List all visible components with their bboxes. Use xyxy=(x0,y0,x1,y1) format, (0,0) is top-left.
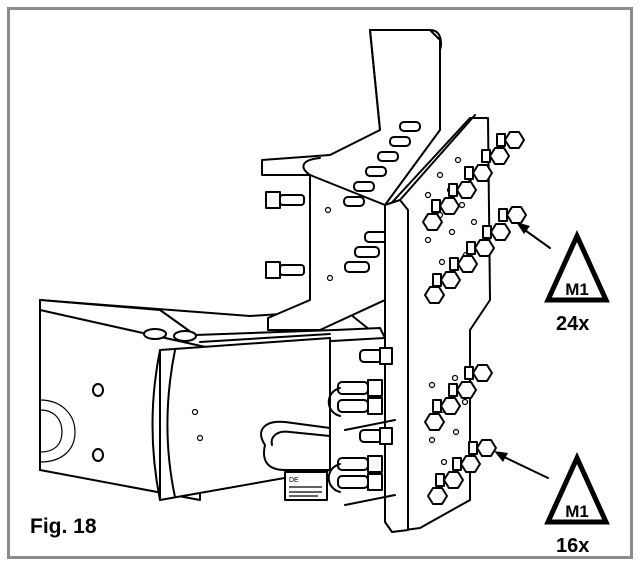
callout-arrow-upper xyxy=(516,222,551,249)
nut xyxy=(422,213,443,231)
figure-label: Fig. 18 xyxy=(30,515,97,538)
nut xyxy=(427,487,448,505)
clamp-bolts xyxy=(327,347,396,506)
nut xyxy=(464,364,493,382)
nut xyxy=(481,147,510,165)
nut xyxy=(496,131,525,149)
nut xyxy=(432,397,461,415)
nut xyxy=(432,271,461,289)
nut xyxy=(448,381,477,399)
callout-code-upper: M1 xyxy=(565,280,589,299)
nut xyxy=(466,239,495,257)
nut xyxy=(449,255,478,273)
nut xyxy=(448,181,477,199)
hex-nuts-upper xyxy=(422,131,527,304)
nut xyxy=(424,413,445,431)
nut xyxy=(482,223,511,241)
nut xyxy=(464,164,493,182)
nut xyxy=(468,439,497,457)
nut xyxy=(498,206,527,224)
nut xyxy=(452,455,481,473)
plate-label: DE xyxy=(289,477,299,484)
frame-beam: DE xyxy=(39,299,386,501)
nut xyxy=(431,197,460,215)
upper-bracket xyxy=(261,29,442,331)
left-bolts xyxy=(265,191,305,279)
callout-count-upper: 24x xyxy=(556,313,590,335)
callout-triangle-upper: M1 xyxy=(544,229,610,303)
bracket-pins xyxy=(343,121,421,273)
nut xyxy=(435,471,464,489)
callout-triangle-lower: M1 xyxy=(544,451,610,525)
callout-code-lower: M1 xyxy=(565,502,589,521)
mounting-plate xyxy=(384,114,491,533)
hex-nuts-lower xyxy=(424,364,497,505)
callout-arrow-lower xyxy=(494,451,549,479)
nut xyxy=(424,286,445,304)
callout-count-lower: 16x xyxy=(556,535,590,557)
